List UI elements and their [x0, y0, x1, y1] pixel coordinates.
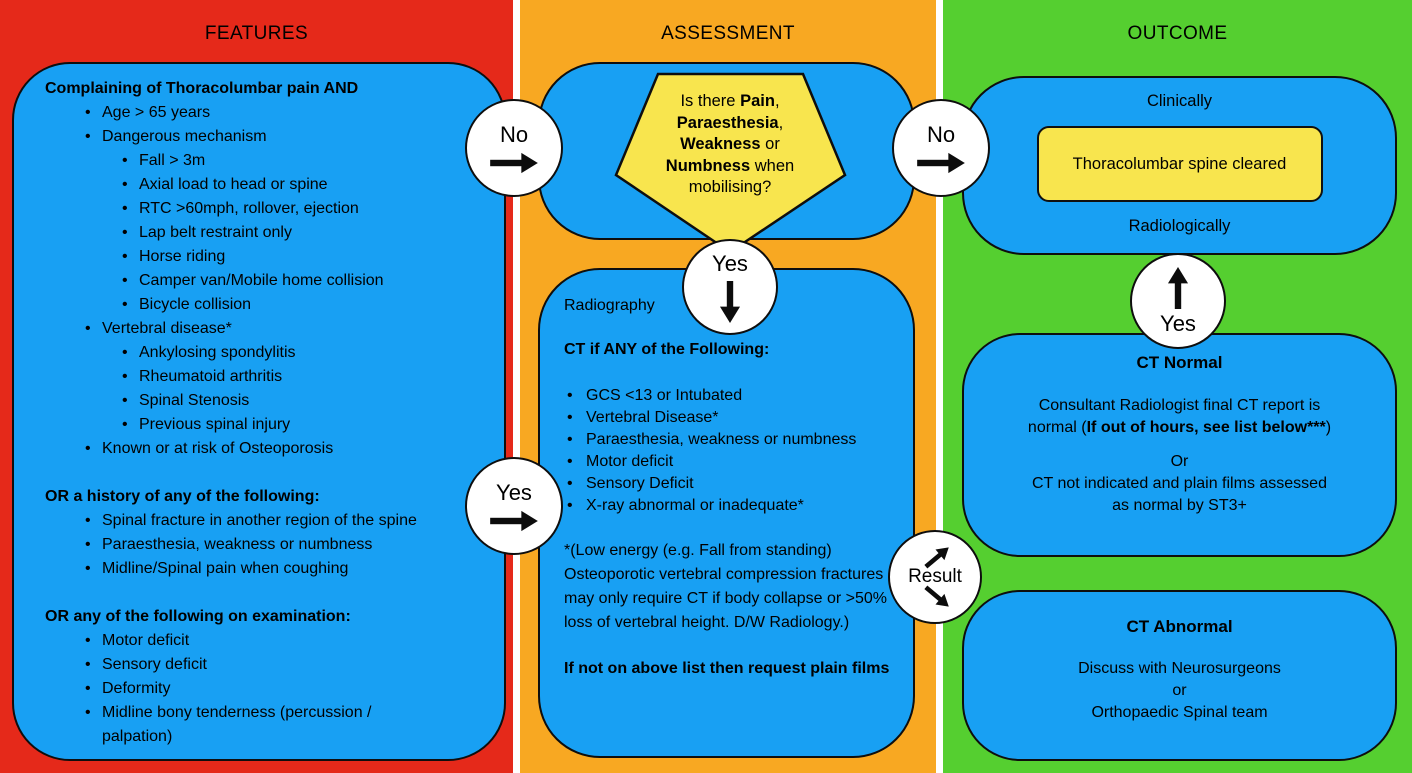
- list-item: Spinal Stenosis: [122, 389, 492, 413]
- list-item: Dangerous mechanism: [85, 125, 492, 149]
- arrow-right-icon: [490, 510, 538, 531]
- features-header: FEATURES: [204, 23, 309, 44]
- connector-yes-normal-to-cleared: Yes: [1130, 253, 1226, 349]
- list-item: Known or at risk of Osteoporosis: [85, 437, 492, 461]
- spine-cleared-label: Thoracolumbar spine cleared: [1072, 154, 1287, 173]
- arrow-down-right-icon: [924, 585, 949, 607]
- ct-abnormal-content: CT Abnormal Discuss with Neurosurgeons o…: [962, 590, 1397, 724]
- arrow-up-icon: [1167, 266, 1189, 309]
- arrow-right-icon: [917, 152, 965, 173]
- list-item: Horse riding: [122, 245, 492, 269]
- list-item: RTC >60mph, rollover, ejection: [122, 197, 492, 221]
- list-item: Sensory deficit: [85, 653, 492, 677]
- list-item: Rheumatoid arthritis: [122, 365, 492, 389]
- result-label: Result: [908, 566, 962, 587]
- list-item: Spinal fracture in another region of the…: [85, 509, 492, 533]
- or-history-heading: OR a history of any of the following:: [45, 488, 320, 505]
- spine-cleared-badge: Thoracolumbar spine cleared: [1036, 126, 1323, 202]
- radiography-label: Radiography: [564, 297, 655, 314]
- yes-label: Yes: [496, 479, 532, 505]
- arrow-down-icon: [719, 280, 741, 323]
- list-item: Ankylosing spondylitis: [122, 341, 492, 365]
- pentagon-decision-shape: [614, 72, 847, 254]
- list-item: Vertebral Disease*: [564, 407, 895, 429]
- features-intro: Complaining of Thoracolumbar pain AND: [45, 80, 359, 97]
- connector-no-assessment-to-outcome: No: [892, 99, 990, 197]
- list-item: Fall > 3m: [122, 149, 492, 173]
- plain-films-instruction: If not on above list then request plain …: [564, 660, 890, 677]
- list-item: Midline bony tenderness (percussion / pa…: [85, 701, 442, 749]
- list-item: Motor deficit: [85, 629, 492, 653]
- radiography-content: Radiography CT if ANY of the Following: …: [538, 268, 915, 681]
- spine-cleared-content: Clinically Thoracolumbar spine cleared R…: [962, 76, 1397, 255]
- list-item: Sensory Deficit: [564, 473, 895, 495]
- list-item: Deformity: [85, 677, 492, 701]
- list-item: Midline/Spinal pain when coughing: [85, 557, 492, 581]
- list-item: Paraesthesia, weakness or numbness: [85, 533, 492, 557]
- list-item: Bicycle collision: [122, 293, 492, 317]
- connector-yes-question-to-radiography: Yes: [682, 239, 778, 335]
- assessment-header: ASSESSMENT: [661, 23, 795, 44]
- connector-yes-features-to-radiography: Yes: [465, 457, 563, 555]
- connector-result: Result: [888, 530, 982, 624]
- low-energy-footnote: *(Low energy (e.g. Fall from standing) O…: [564, 542, 887, 631]
- ct-normal-box: [962, 333, 1397, 557]
- ct-abnormal-title: CT Abnormal: [1126, 617, 1233, 636]
- pentagon-question: Is there Pain, Paraesthesia, Weakness or…: [665, 92, 795, 196]
- list-item: Previous spinal injury: [122, 413, 492, 437]
- list-item: Axial load to head or spine: [122, 173, 492, 197]
- ct-criteria-list: GCS <13 or Intubated Vertebral Disease* …: [564, 385, 895, 517]
- features-criteria-content: Complaining of Thoracolumbar pain AND Ag…: [12, 62, 506, 749]
- list-item: Camper van/Mobile home collision: [122, 269, 492, 293]
- list-item: Vertebral disease*: [85, 317, 492, 341]
- ct-normal-content: CT Normal Consultant Radiologist final C…: [962, 333, 1397, 517]
- ct-normal-alternative: Or CT not indicated and plain films asse…: [1032, 453, 1327, 514]
- list-item: Lap belt restraint only: [122, 221, 492, 245]
- features-list-2: Spinal fracture in another region of the…: [45, 509, 492, 581]
- list-item: X-ray abnormal or inadequate*: [564, 495, 895, 517]
- outcome-header: OUTCOME: [1127, 23, 1228, 44]
- clinically-label: Clinically: [1146, 92, 1213, 110]
- list-item: Motor deficit: [564, 451, 895, 473]
- yes-label: Yes: [712, 250, 748, 276]
- arrow-right-icon: [490, 152, 538, 173]
- no-label: No: [926, 121, 956, 147]
- ct-abnormal-body: Discuss with Neurosurgeons or Orthopaedi…: [1078, 660, 1281, 721]
- connector-no-features-to-assessment: No: [465, 99, 563, 197]
- list-item: GCS <13 or Intubated: [564, 385, 895, 407]
- or-exam-heading: OR any of the following on examination:: [45, 608, 351, 625]
- ct-abnormal-box: [962, 590, 1397, 761]
- features-list-3: Motor deficit Sensory deficit Deformity …: [45, 629, 492, 749]
- features-list-1: Age > 65 years Dangerous mechanism Fall …: [45, 101, 492, 461]
- radiologically-label: Radiologically: [1128, 217, 1231, 235]
- list-item: Age > 65 years: [85, 101, 492, 125]
- yes-label: Yes: [1160, 310, 1196, 336]
- arrow-up-right-icon: [924, 547, 949, 569]
- ct-normal-body: Consultant Radiologist final CT report i…: [1027, 397, 1332, 436]
- ct-normal-title: CT Normal: [1136, 353, 1223, 372]
- ct-heading: CT if ANY of the Following:: [564, 341, 770, 358]
- list-item: Paraesthesia, weakness or numbness: [564, 429, 895, 451]
- no-label: No: [499, 121, 529, 147]
